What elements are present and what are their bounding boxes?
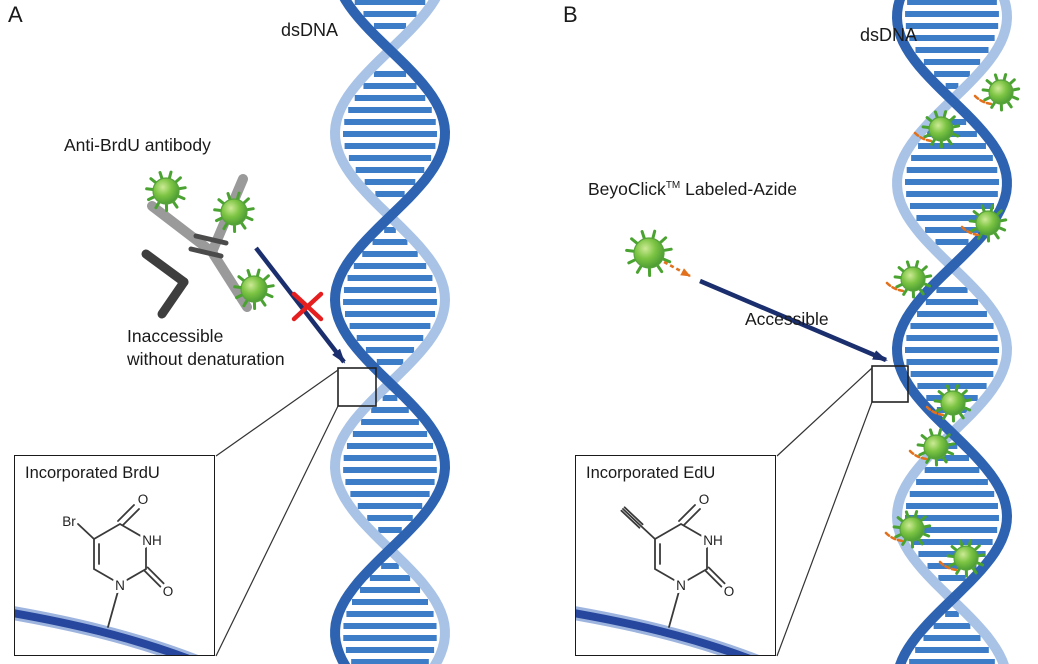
zoom-callout-b	[776, 365, 909, 657]
panel-label-b: B	[563, 2, 578, 27]
fluorophores-a	[145, 170, 275, 310]
inaccessible-note-line2: without denaturation	[127, 349, 285, 369]
inset-brdu-title: Incorporated BrdU	[25, 464, 160, 482]
inset-edu-title: Incorporated EdU	[586, 464, 716, 482]
labeled-azide-graphic	[625, 229, 691, 278]
azide-label-rest: Labeled-Azide	[680, 179, 798, 199]
antibody-label: Anti-BrdU antibody	[64, 135, 211, 155]
brdu-structure: Br O NH N O	[15, 489, 199, 655]
accessible-label: Accessible	[745, 309, 829, 329]
atom-o-top: O	[138, 492, 149, 507]
fluorophores-b	[884, 73, 1021, 578]
inset-brdu: Incorporated BrdU Br O NH N O	[14, 455, 215, 656]
zoom-callout-a	[215, 367, 377, 657]
atom-o-bottom: O	[724, 584, 735, 599]
dna-ribbon	[576, 609, 751, 655]
edu-structure: O NH N O	[576, 489, 760, 655]
panel-label-a: A	[8, 2, 23, 27]
azide-label-tm: TM	[665, 180, 681, 192]
dna-helix-a	[329, 0, 451, 664]
atom-br: Br	[62, 514, 76, 529]
dna-helix-b	[891, 0, 1013, 664]
inaccessible-note: Inaccessible without denaturation	[127, 325, 285, 371]
azide-label-brand: BeyoClick	[588, 179, 666, 199]
atom-o-top: O	[699, 492, 710, 507]
atom-n: N	[676, 578, 686, 593]
azide-label: BeyoClickTM Labeled-Azide	[588, 179, 797, 200]
accessible-arrow	[699, 278, 888, 363]
inset-edu: Incorporated EdU O NH N O	[575, 455, 776, 656]
atom-nh: NH	[703, 533, 723, 548]
dsdna-label-b: dsDNA	[860, 25, 918, 45]
atom-nh: NH	[142, 533, 162, 548]
atom-o-bottom: O	[163, 584, 174, 599]
dsdna-label-a: dsDNA	[281, 20, 339, 40]
blocked-arrow-with-red-cross	[254, 246, 346, 364]
atom-n: N	[115, 578, 125, 593]
inaccessible-note-line1: Inaccessible	[127, 326, 224, 346]
dna-ribbon	[15, 609, 190, 655]
